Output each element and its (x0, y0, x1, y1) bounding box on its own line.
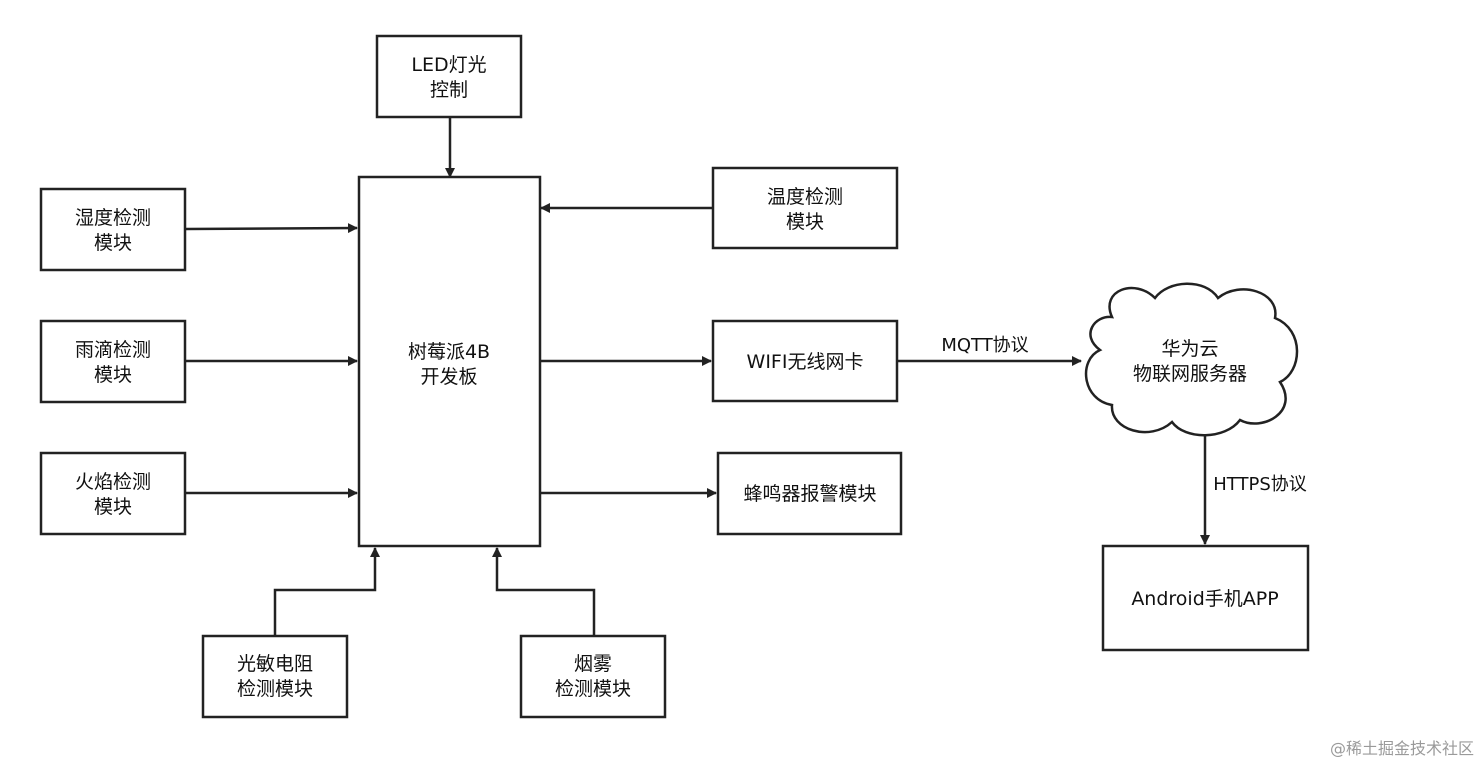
node-flame-line2: 模块 (94, 496, 132, 518)
node-pi-line1: 树莓派4B (408, 341, 490, 363)
watermark: @稀土掘金技术社区 (1330, 739, 1474, 758)
node-photoresistor-line2: 检测模块 (237, 678, 313, 700)
node-wifi: WIFI无线网卡 (711, 319, 899, 403)
edge-smoke-to-pi (492, 547, 596, 636)
node-android: Android手机APP (1101, 544, 1310, 652)
node-photoresistor: 光敏电阻 检测模块 (201, 634, 349, 719)
node-temperature-line1: 温度检测 (767, 186, 843, 208)
node-humidity: 湿度检测 模块 (39, 187, 187, 272)
cloud-icon (1084, 282, 1299, 437)
edge-humidity-to-pi (185, 223, 358, 234)
node-temperature-line2: 模块 (786, 211, 824, 233)
node-pi: 树莓派4B 开发板 (357, 175, 542, 548)
node-led-line1: LED灯光 (411, 54, 486, 76)
node-buzzer-line1: 蜂鸣器报警模块 (743, 483, 876, 505)
node-raindrop: 雨滴检测 模块 (39, 319, 187, 404)
node-flame-line1: 火焰检测 (75, 471, 151, 493)
node-led-line2: 控制 (430, 79, 468, 101)
edge-label-https: HTTPS协议 (1213, 474, 1307, 495)
node-smoke-line2: 检测模块 (555, 678, 631, 700)
node-smoke-line1: 烟雾 (574, 653, 612, 675)
node-cloud-line1: 华为云 (1161, 338, 1218, 360)
node-raindrop-line2: 模块 (94, 364, 132, 386)
node-wifi-line1: WIFI无线网卡 (747, 351, 864, 373)
node-flame: 火焰检测 模块 (39, 451, 187, 536)
node-cloud-line2: 物联网服务器 (1133, 363, 1247, 385)
node-buzzer: 蜂鸣器报警模块 (716, 451, 903, 536)
node-cloud: 华为云 物联网服务器 (1084, 282, 1299, 437)
node-android-line1: Android手机APP (1131, 588, 1278, 610)
node-pi-line2: 开发板 (420, 366, 477, 388)
node-led: LED灯光 控制 (375, 34, 523, 119)
edge-label-mqtt: MQTT协议 (941, 335, 1028, 356)
edge-photoresistor-to-pi (273, 547, 380, 636)
node-humidity-line2: 模块 (94, 232, 132, 254)
node-humidity-line1: 湿度检测 (75, 207, 151, 229)
node-temperature: 温度检测 模块 (711, 166, 899, 250)
node-smoke: 烟雾 检测模块 (519, 634, 667, 719)
node-raindrop-line1: 雨滴检测 (75, 339, 151, 361)
edges (185, 117, 1210, 636)
node-photoresistor-line1: 光敏电阻 (237, 653, 313, 675)
